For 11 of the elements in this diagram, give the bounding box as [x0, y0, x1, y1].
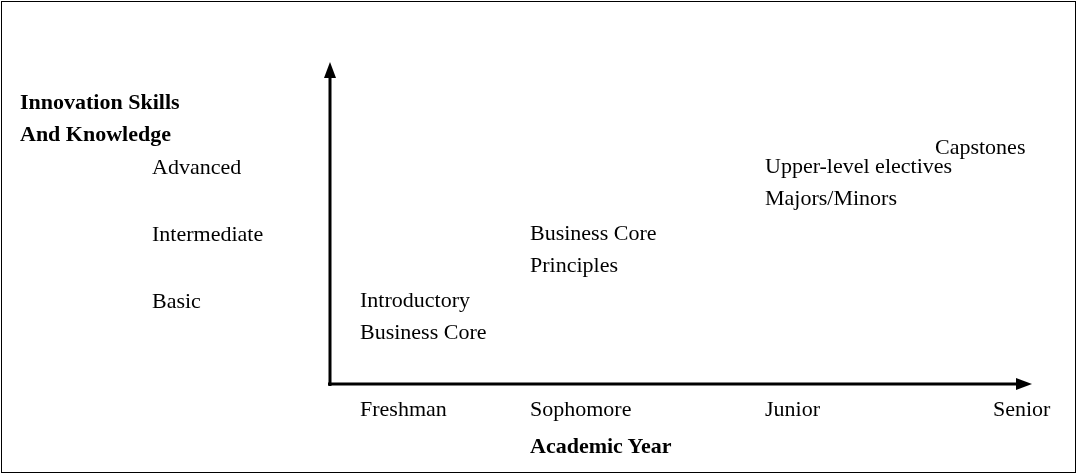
year-label: Senior: [993, 395, 1052, 423]
axis-title: Academic Year: [530, 432, 673, 460]
skill-level-label: Intermediate: [152, 220, 265, 248]
course-level-label: Business Core Principles: [530, 219, 658, 279]
year-label: Freshman: [360, 395, 448, 423]
axis-title: Innovation Skills And Knowledge: [20, 88, 181, 148]
course-level-label: Introductory Business Core: [360, 286, 488, 346]
skill-level-label: Basic: [152, 287, 202, 315]
skill-level-label: Advanced: [152, 153, 243, 181]
year-label: Junior: [765, 395, 821, 423]
year-label: Sophomore: [530, 395, 633, 423]
